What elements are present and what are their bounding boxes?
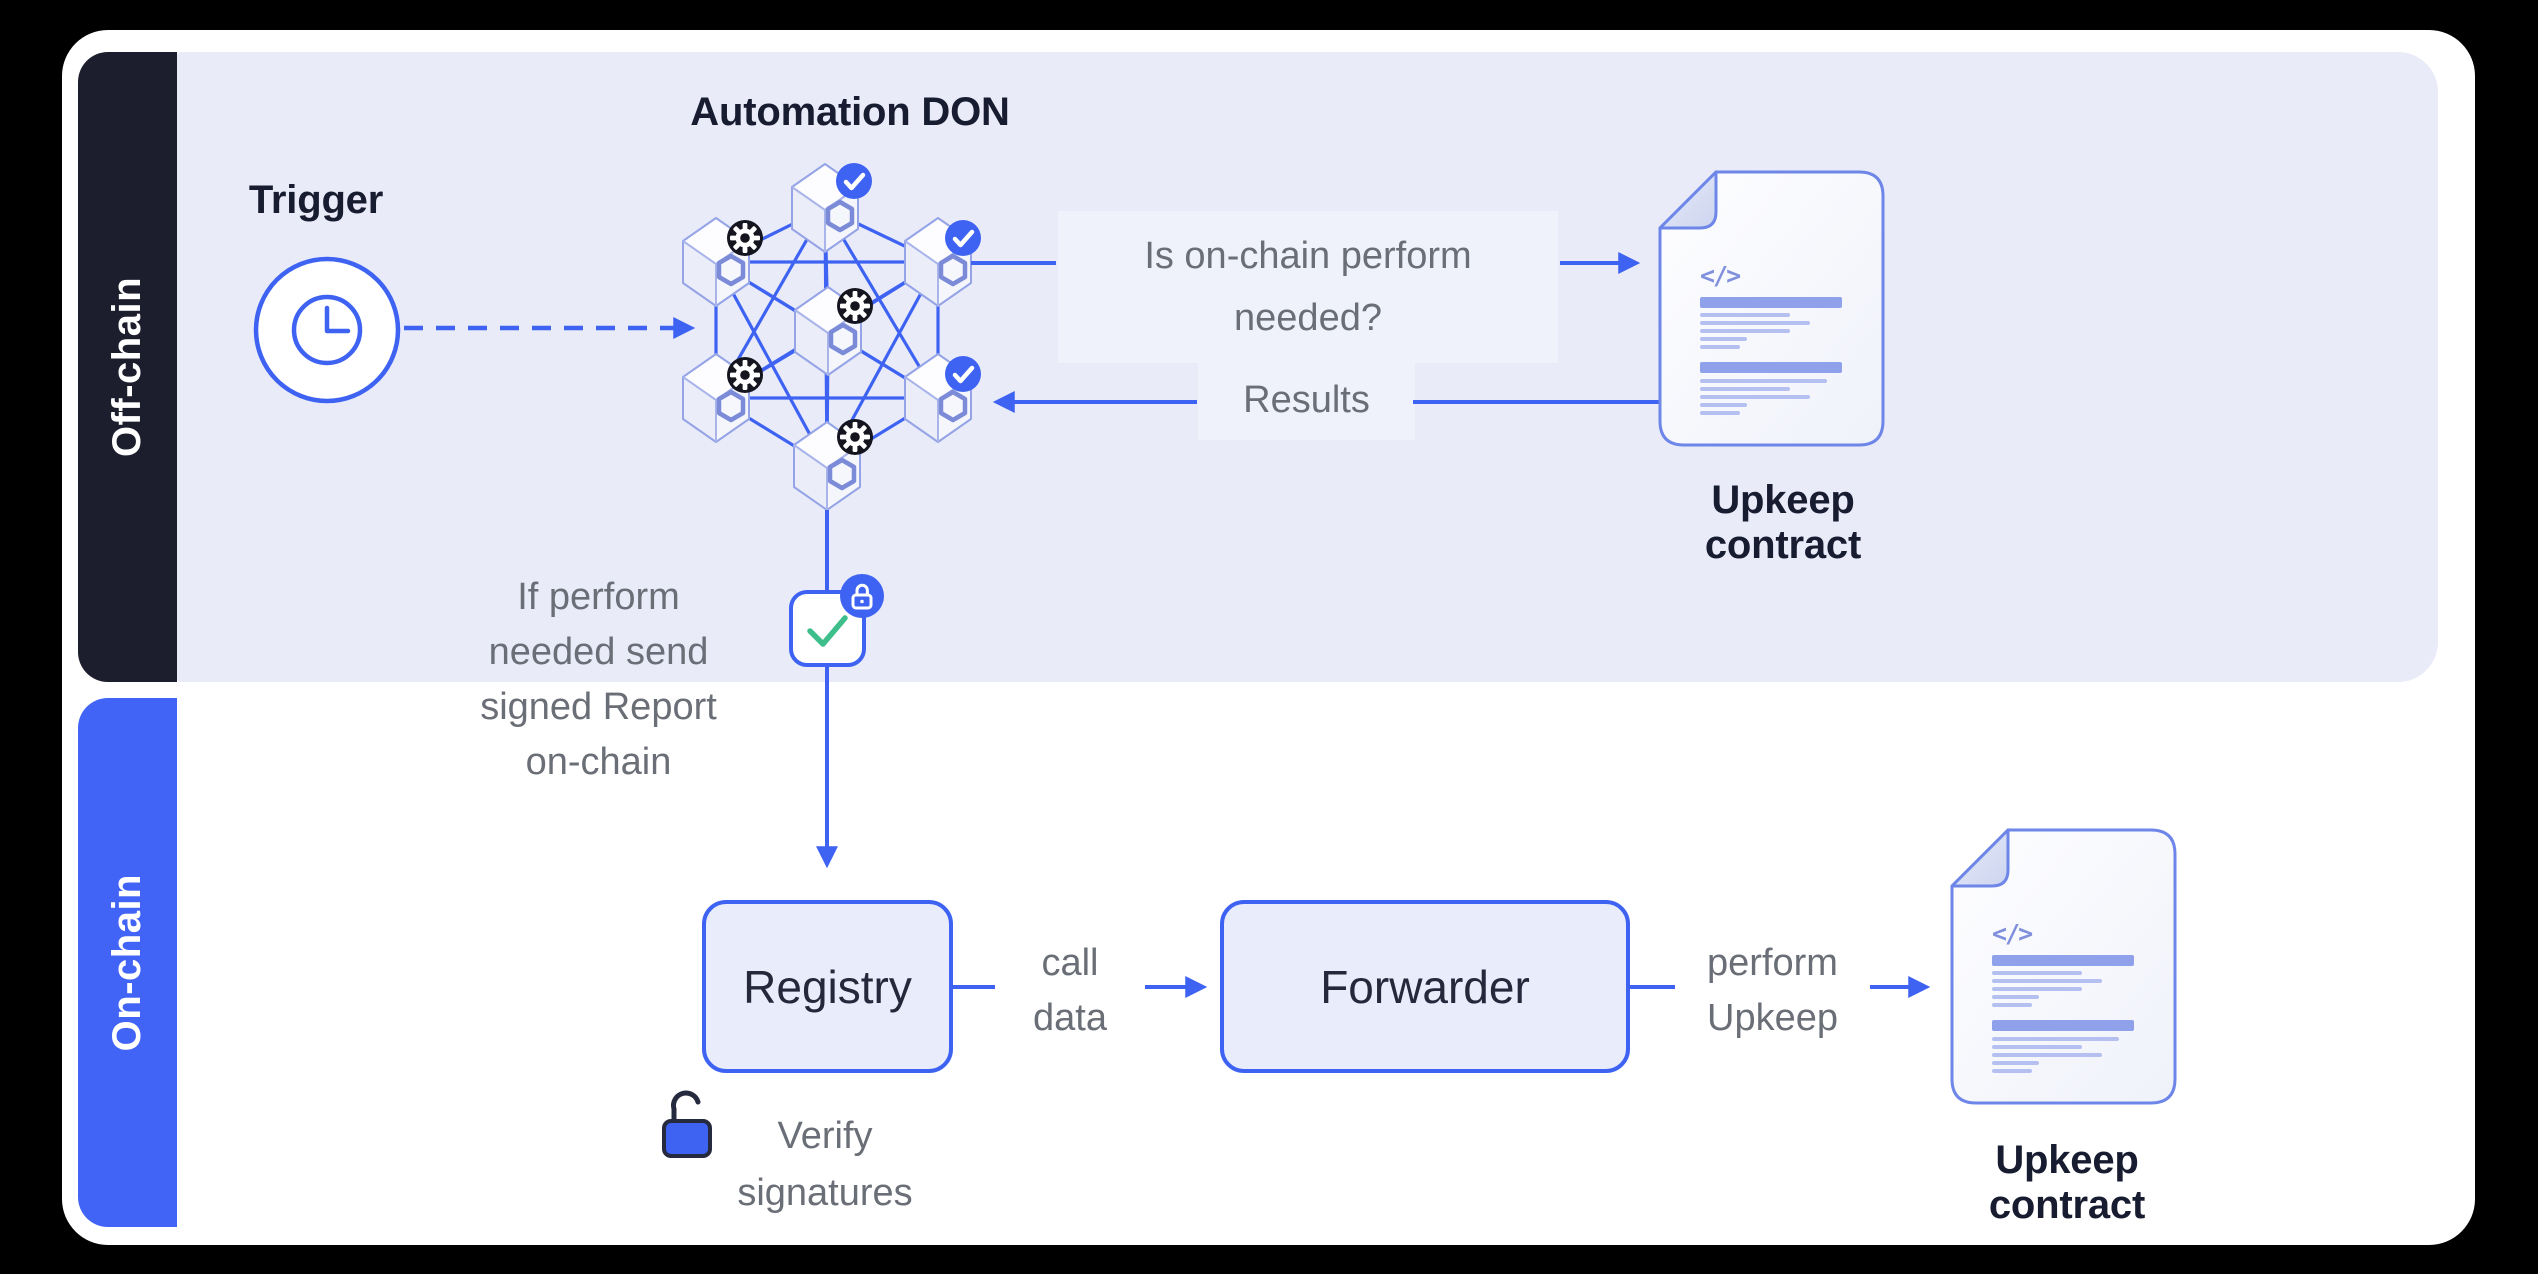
upkeep-contract-label-top: Upkeep contract xyxy=(1704,478,1862,567)
report-note: If perform needed send signed Report on-… xyxy=(480,576,717,783)
results-callout: Results xyxy=(1198,360,1415,440)
call-data-label: call data xyxy=(1033,942,1107,1039)
registry-box: Registry xyxy=(702,900,953,1073)
off-chain-sidebar: Off-chain xyxy=(78,52,177,682)
trigger-label: Trigger xyxy=(248,178,384,222)
verify-signatures-label: Verify signatures xyxy=(737,1115,913,1214)
question-callout: Is on-chain perform needed? xyxy=(1058,211,1558,363)
forwarder-label: Forwarder xyxy=(1320,960,1530,1013)
don-title: Automation DON xyxy=(690,90,1010,134)
on-chain-sidebar: On-chain xyxy=(78,698,177,1227)
results-label: Results xyxy=(1243,378,1370,421)
off-chain-label: Off-chain xyxy=(105,276,149,458)
on-chain-label: On-chain xyxy=(105,873,149,1052)
forwarder-box: Forwarder xyxy=(1220,900,1630,1073)
perform-upkeep-label: perform Upkeep xyxy=(1707,942,1838,1039)
question-text: Is on-chain perform needed? xyxy=(1144,235,1472,339)
registry-label: Registry xyxy=(743,960,912,1013)
upkeep-contract-label-bottom: Upkeep contract xyxy=(1988,1138,2146,1227)
